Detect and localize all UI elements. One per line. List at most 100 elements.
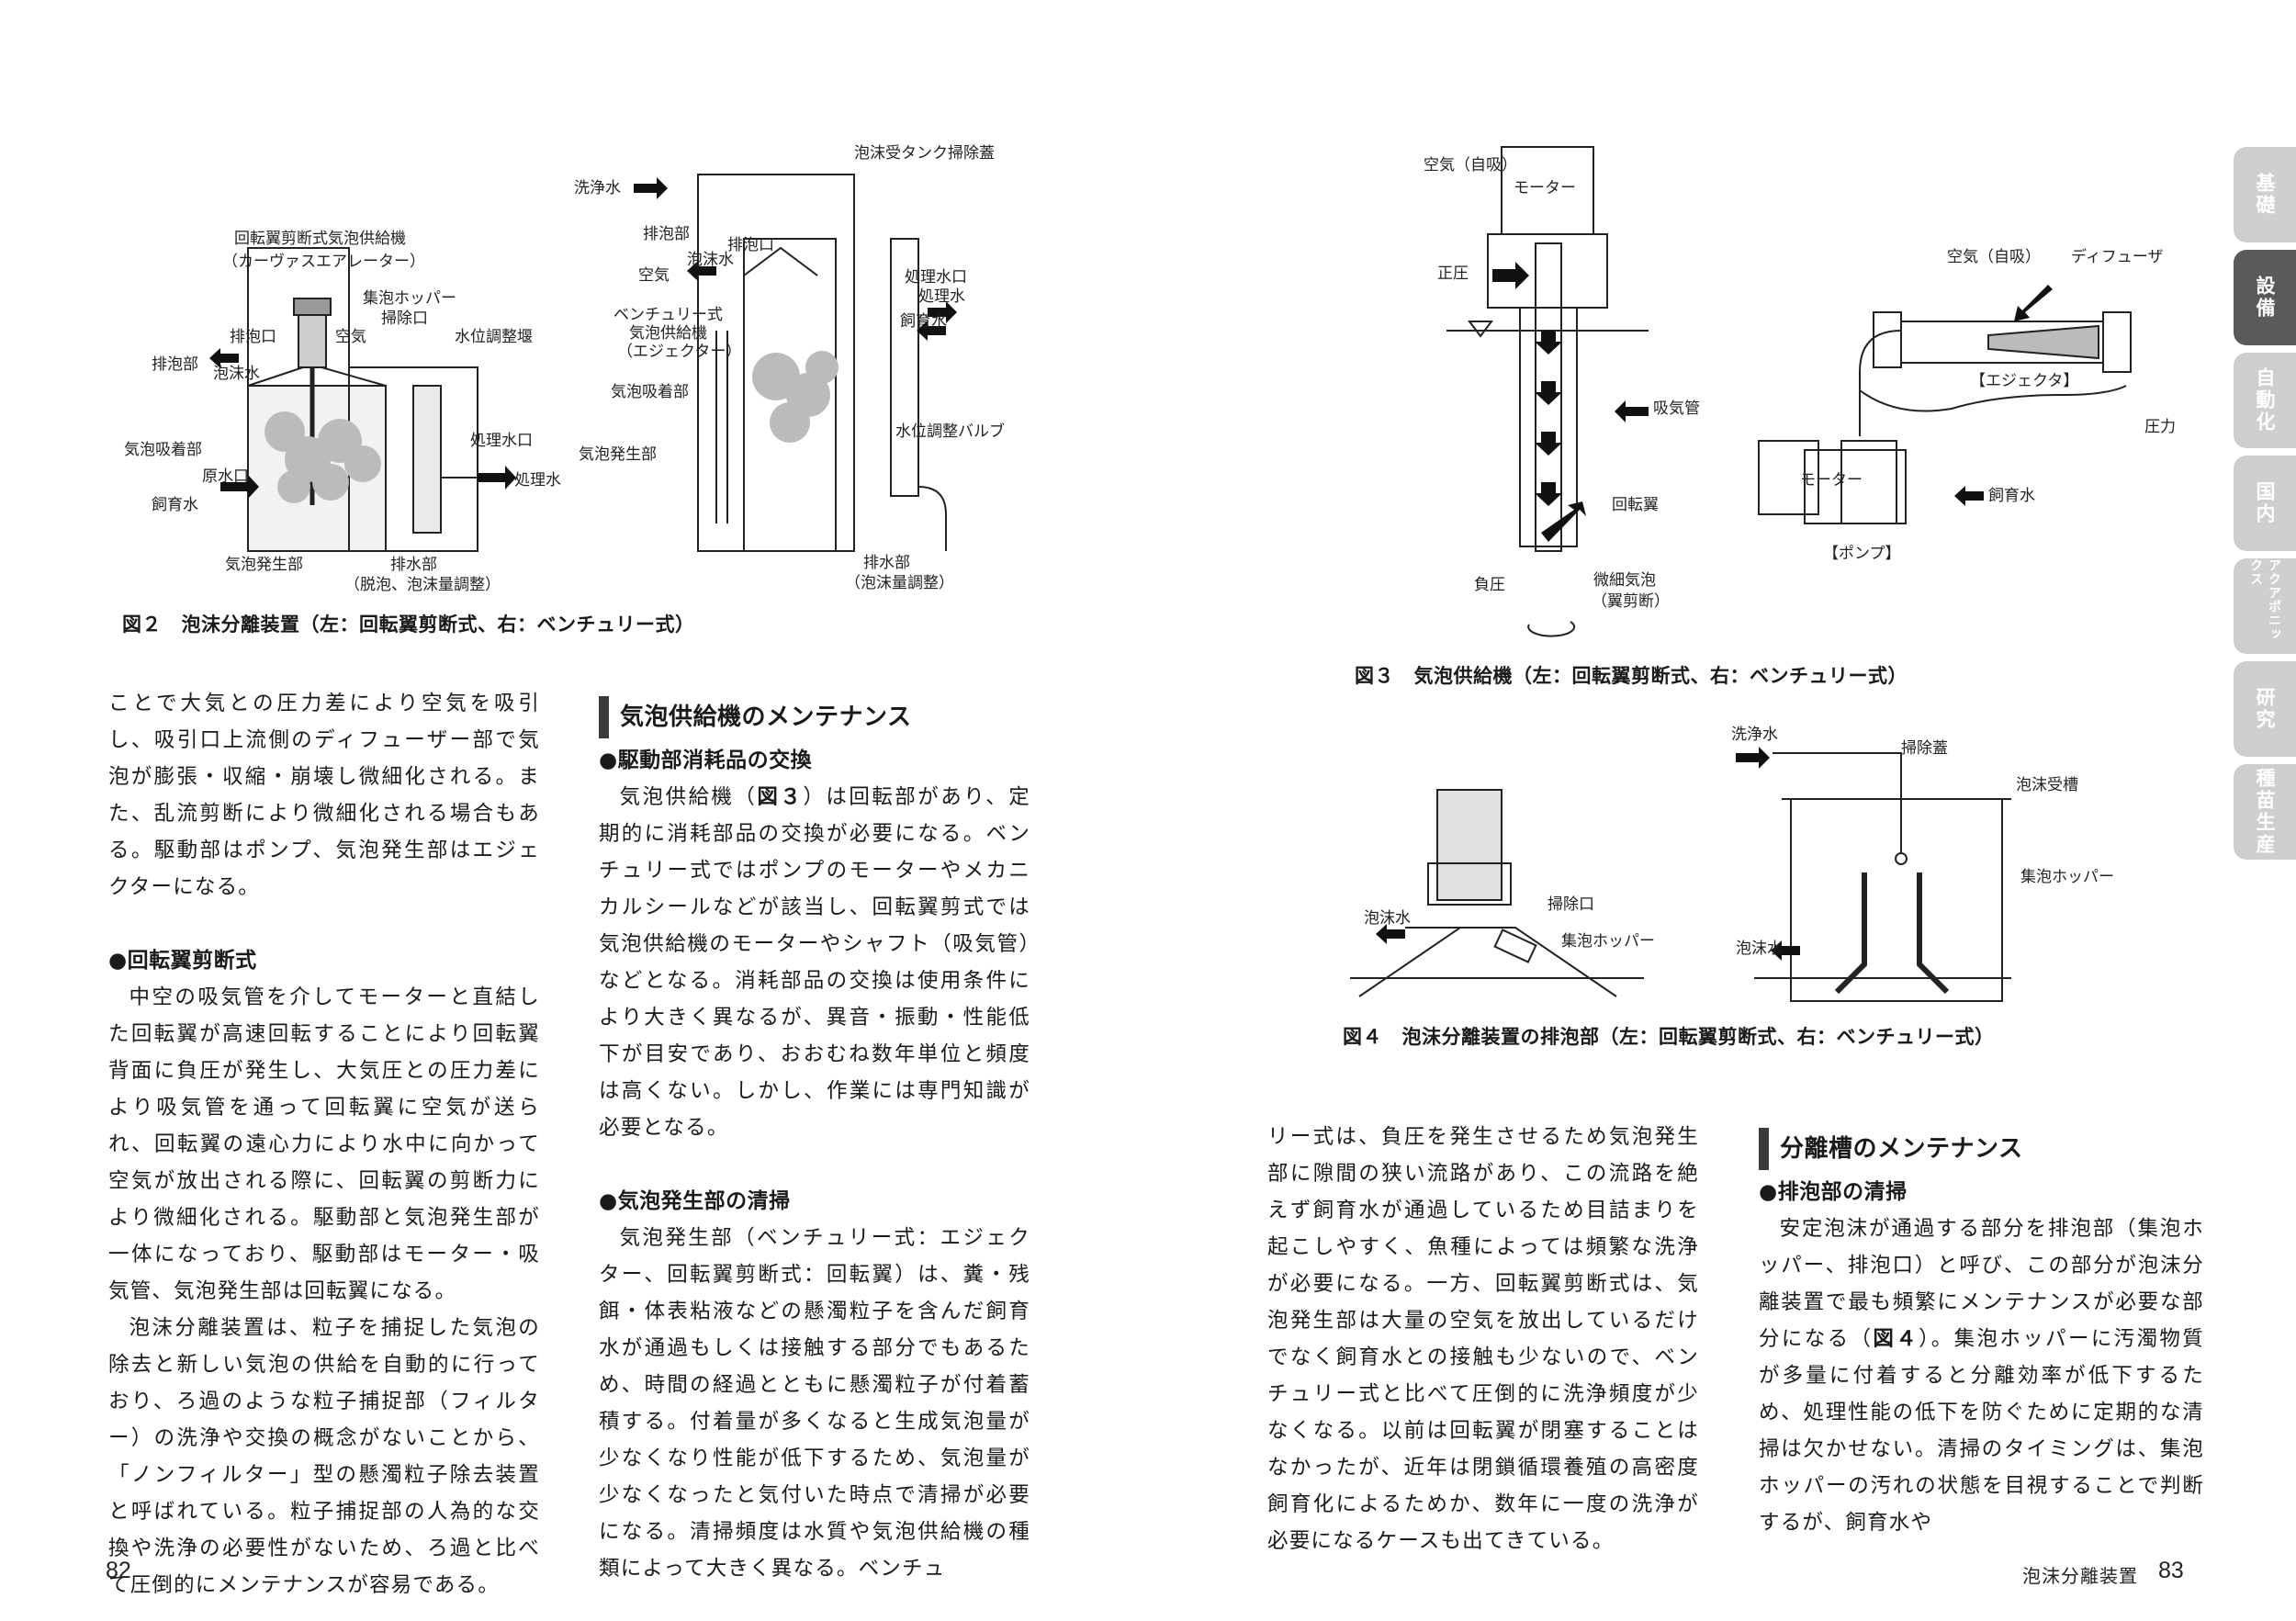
right-col2-p1a: 安定泡沫が通過する部分を排泡部（集泡ホッパー、排泡口）と呼び、この部分が泡沫分離… <box>1759 1217 2204 1351</box>
f3-fine1: 微細気泡 <box>1593 571 1656 590</box>
f2r-air: 空気 <box>638 266 670 285</box>
f2-drain1: 排水部 <box>390 556 437 574</box>
f2r-venturi2: 気泡供給機 <box>629 324 707 343</box>
figure-3-caption: 図３ 気泡供給機（左：回転翼剪断式、右：ベンチュリー式） <box>1355 665 1908 687</box>
f3-motor2: モーター <box>1800 471 1863 490</box>
f2r-haihoguchi: 排泡口 <box>727 236 774 254</box>
right-section-heading: 分離槽のメンテナンス <box>1759 1128 2204 1170</box>
f4-foam-r: 泡沫水 <box>1736 940 1783 958</box>
figure-4-caption: 図４ 泡沫分離装置の排泡部（左：回転翼剪断式、右：ベンチュリー式） <box>1343 1026 1995 1048</box>
f2r-venturi3: （エジェクター） <box>617 343 741 361</box>
left-col1-subhead: ●回転翼剪断式 <box>108 949 257 973</box>
f2-weir: 水位調整堰 <box>455 328 533 346</box>
f2-generate: 気泡発生部 <box>225 556 303 574</box>
figure-3-ref: 図３ <box>757 785 804 809</box>
left-page: 回転翼剪断式気泡供給機 （カーヴァスエアレーター） 集泡ホッパー 掃除口 空気 … <box>106 138 1030 1604</box>
f2r-treatwater: 処理水 <box>918 287 965 306</box>
f2-haihoguchi: 排泡口 <box>230 328 276 346</box>
f2-treatwater: 処理水 <box>514 471 561 490</box>
figure-3-left-diagram <box>1446 146 1649 637</box>
f2-title2: （カーヴァスエアレーター） <box>222 253 425 271</box>
right-col-2: 分離槽のメンテナンス ●排泡部の清掃 安定泡沫が通過する部分を排泡部（集泡ホッパ… <box>1759 1128 2204 1541</box>
f2-adsorb: 気泡吸着部 <box>124 441 202 459</box>
figure-2-caption: 図２ 泡沫分離装置（左：回転翼剪断式、右：ベンチュリー式） <box>122 614 695 636</box>
left-section-heading: 気泡供給機のメンテナンス <box>599 696 1030 738</box>
f2-rawwater: 原水口 <box>202 467 249 486</box>
tab-kokunai[interactable]: 国内 <box>2234 456 2296 551</box>
figure-2-right-bubbles <box>752 351 838 443</box>
tab-jidoka[interactable]: 自動化 <box>2234 353 2296 448</box>
f2-treatout: 処理水口 <box>470 432 533 450</box>
running-head: 泡沫分離装置 <box>2022 1565 2138 1587</box>
f3-pump: 【ポンプ】 <box>1823 545 1901 563</box>
f2r-wash: 洗浄水 <box>574 179 621 197</box>
f4-cover: 掃除蓋 <box>1901 739 1948 758</box>
figure-2-right-arrows <box>634 177 957 341</box>
f2r-drain2: （泡沫量調整） <box>845 574 954 592</box>
f4-wash: 洗浄水 <box>1731 726 1778 744</box>
figure-4-ref: 図４ <box>1873 1327 1919 1351</box>
figure-4-arrows <box>1376 747 1800 961</box>
f3-motor: モーター <box>1514 179 1576 197</box>
f2r-drain1: 排水部 <box>863 554 910 572</box>
figure-2-left-diagram <box>247 247 478 552</box>
f2r-feedwater: 飼育水 <box>900 312 947 331</box>
figure-2-left-bubbles <box>264 411 381 503</box>
left-col1-p1: ことで大気との圧力差により空気を吸引し、吸引口上流側のディフューザー部で気泡が膨… <box>108 692 540 899</box>
figure-3: 空気（自吸） モーター 正圧 吸気管 回転翼 負圧 微細気泡 （翼剪断） 空気（… <box>1345 138 2264 652</box>
figure-3-left-arrows <box>1492 262 1649 542</box>
left-col2-subhead2: ●気泡発生部の清掃 <box>599 1189 791 1213</box>
left-col2-p2: 気泡発生部（ベンチュリー式：エジェクター、回転翼剪断式：回転翼）は、糞・残餌・体… <box>599 1226 1030 1581</box>
f3-diffuser: ディフューザ <box>2071 247 2163 266</box>
f3-air-self: 空気（自吸） <box>1424 156 1517 174</box>
f4-hopper-r: 集泡ホッパー <box>2020 868 2114 886</box>
f2-feedwater: 飼育水 <box>152 496 198 514</box>
f3-air-self2: 空気（自吸） <box>1947 248 2041 266</box>
thumb-index: 基礎 設備 自動化 国内 アクアポニックス 研究 種苗生産 <box>2234 147 2296 867</box>
figure-3-right-diagram <box>1758 311 2132 524</box>
page-number-right: 83 <box>2158 1558 2184 1583</box>
tab-shubyo[interactable]: 種苗生産 <box>2234 764 2296 860</box>
f3-pos: 正圧 <box>1437 265 1469 283</box>
f4-cleanport: 掃除口 <box>1548 895 1594 914</box>
f2-haiho: 排泡部 <box>152 355 198 374</box>
tab-aquaponics[interactable]: アクアポニックス <box>2234 558 2296 654</box>
f2r-generate: 気泡発生部 <box>579 445 657 464</box>
right-col2-p1: 安定泡沫が通過する部分を排泡部（集泡ホッパー、排泡口）と呼び、この部分が泡沫分離… <box>1759 1210 2204 1541</box>
f2r-foamwater: 泡沫水 <box>687 251 734 269</box>
left-col2-p1a: 気泡供給機（ <box>619 785 758 809</box>
figure-4-right-diagram <box>1754 752 2011 1002</box>
f2r-treatout: 処理水口 <box>905 268 967 287</box>
page-number-left: 82 <box>106 1558 131 1583</box>
f3-neg: 負圧 <box>1474 576 1505 594</box>
left-col-1: ことで大気との圧力差により空気を吸引し、吸引口上流側のディフューザー部で気泡が膨… <box>108 685 540 1604</box>
left-col2-p1b: ）は回転部があり、定期的に消耗部品の交換が必要になる。ベンチュリー式ではポンプの… <box>599 785 1030 1140</box>
figure-3-right-arrows <box>1954 285 2053 506</box>
f2r-valve: 水位調整バルブ <box>895 422 1005 441</box>
f4-foam-l: 泡沫水 <box>1364 909 1411 928</box>
tab-kenkyu[interactable]: 研究 <box>2234 661 2296 757</box>
left-col2-p1: 気泡供給機（図３）は回転部があり、定期的に消耗部品の交換が必要になる。ベンチュリ… <box>599 779 1030 1146</box>
f2-cleanport: 掃除口 <box>381 310 428 328</box>
figure-4-left-diagram <box>1350 789 1644 997</box>
left-col2-subhead1: ●駆動部消耗品の交換 <box>599 749 813 772</box>
f2r-cover: 泡沫受タンク掃除蓋 <box>854 144 995 163</box>
f3-feedwater: 飼育水 <box>1988 487 2035 505</box>
f2r-haiho: 排泡部 <box>643 225 690 243</box>
f2-air: 空気 <box>335 328 366 346</box>
left-col-2: 気泡供給機のメンテナンス ●駆動部消耗品の交換 気泡供給機（図３）は回転部があり… <box>599 696 1030 1587</box>
f4-tank: 泡沫受槽 <box>2016 776 2078 794</box>
f2r-adsorb: 気泡吸着部 <box>611 383 689 401</box>
f3-fine2: （翼剪断） <box>1592 592 1670 611</box>
right-col1-p1: リー式は、負圧を発生させるため気泡発生部に隙間の狭い流路があり、この流路を絶えず… <box>1267 1125 1699 1553</box>
right-col2-subhead1: ●排泡部の清掃 <box>1759 1180 1908 1204</box>
figure-2: 回転翼剪断式気泡供給機 （カーヴァスエアレーター） 集泡ホッパー 掃除口 空気 … <box>110 138 1029 597</box>
right-page: 空気（自吸） モーター 正圧 吸気管 回転翼 負圧 微細気泡 （翼剪断） 空気（… <box>1148 0 2296 1621</box>
f3-intake: 吸気管 <box>1653 400 1700 418</box>
f4-hopper-l: 集泡ホッパー <box>1561 932 1655 951</box>
f2-title1: 回転翼剪断式気泡供給機 <box>234 230 406 248</box>
f2-foamwater: 泡沫水 <box>213 365 260 383</box>
tab-kiso[interactable]: 基礎 <box>2234 147 2296 242</box>
tab-setsubi[interactable]: 設備 <box>2234 250 2296 345</box>
left-col1-p3: 泡沫分離装置は、粒子を捕捉した気泡の除去と新しい気泡の供給を自動的に行っており、… <box>108 1316 540 1597</box>
